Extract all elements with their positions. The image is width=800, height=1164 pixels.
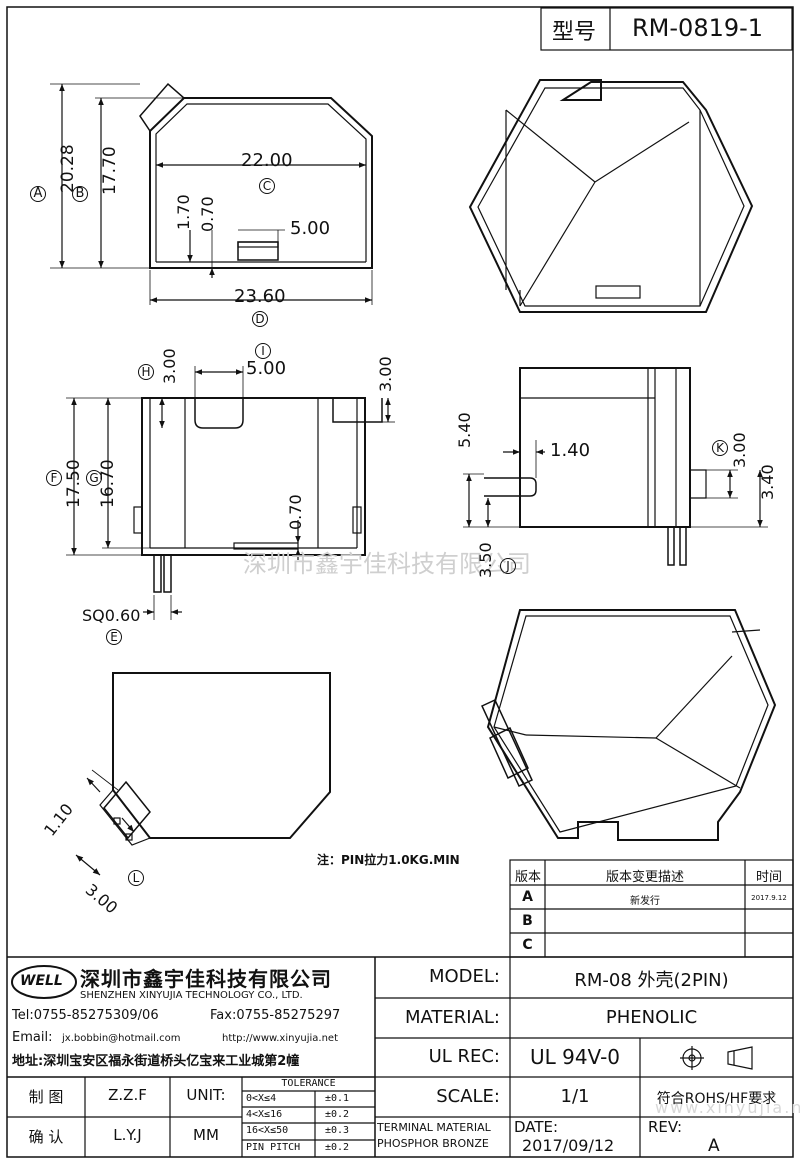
material-label: MATERIAL:: [404, 1007, 500, 1028]
rev-row-ver: C: [522, 937, 533, 953]
model-value: RM-08 外壳(2PIN): [574, 970, 729, 991]
tolerance-title: TOLERANCE: [281, 1078, 336, 1089]
dim-label-d: D: [252, 311, 268, 327]
dim-label-b: B: [72, 186, 88, 202]
part-number: RM-0819-1: [632, 14, 764, 42]
dim-label-i: I: [255, 343, 271, 359]
rev-header-desc: 版本变更描述: [605, 870, 684, 885]
scale-value: 1/1: [560, 1086, 590, 1107]
model-label: MODEL:: [428, 966, 500, 987]
dim-3-40: 3.40: [758, 464, 777, 500]
date-label: DATE:: [514, 1118, 559, 1136]
watermark-company: 深圳市鑫宇佳科技有限公司: [243, 550, 531, 578]
dim-label-l: L: [128, 870, 144, 886]
company-logo: WELL: [20, 973, 63, 989]
view-front-top: [139, 82, 373, 269]
unit-label: UNIT:: [186, 1086, 226, 1104]
company-email: jx.bobbin@hotmail.com: [62, 1033, 181, 1044]
tolerance-value: ±0.2: [325, 1142, 350, 1153]
dim-16-70: 16.70: [98, 459, 118, 508]
dim-3-50: 3.50: [476, 542, 495, 578]
dim-label-g: G: [86, 470, 102, 486]
rev-label: REV:: [648, 1118, 682, 1136]
checked-by: L.Y.J: [113, 1126, 142, 1144]
dim-20-28: 20.28: [58, 144, 78, 193]
rev-row-ver: A: [522, 889, 533, 905]
drawn-by: Z.Z.F: [108, 1086, 147, 1104]
tolerance-value: ±0.3: [325, 1125, 350, 1136]
tolerance-range: PIN PITCH: [246, 1142, 301, 1153]
view-iso-top: [468, 79, 754, 313]
company-email-label: Email:: [12, 1030, 53, 1045]
rev-row-ver: B: [522, 913, 533, 929]
type-label: 型号: [552, 20, 597, 45]
dim-1-40: 1.40: [550, 440, 591, 461]
rev-row-desc: 新发行: [630, 896, 660, 907]
dim-label-h: H: [138, 364, 154, 380]
company-address: 地址:深圳宝安区福永街道桥头亿宝来工业城第2幢: [12, 1054, 300, 1069]
view-iso-bottom: [481, 609, 777, 841]
dim-0-70b: 0.70: [286, 494, 305, 530]
date-value: 2017/09/12: [522, 1136, 615, 1155]
rev-header-date: 时间: [755, 870, 782, 885]
view-side-right: [484, 367, 707, 566]
company-website: http://www.xinyujia.net: [222, 1033, 338, 1044]
drawn-label: 制 图: [28, 1088, 64, 1106]
ul-value: UL 94V-0: [529, 1045, 621, 1069]
dim-17-50: 17.50: [64, 459, 84, 508]
dim-label-j: J: [500, 558, 516, 574]
dim-label-c: C: [259, 178, 275, 194]
pin-pull-note: 注：PIN拉力1.0KG.MIN: [317, 853, 460, 867]
dim-label-a: A: [30, 186, 46, 202]
dim-3-00a: 3.00: [160, 348, 179, 384]
dim-5-00a: 5.00: [290, 218, 331, 239]
tolerance-range: 16<X≤50: [246, 1125, 289, 1136]
scale-label: SCALE:: [436, 1086, 500, 1107]
terminal-value: PHOSPHOR BRONZE: [377, 1137, 489, 1150]
dim-22-00: 22.00: [241, 150, 293, 171]
tolerance-value: ±0.1: [325, 1093, 350, 1104]
terminal-label: TERMINAL MATERIAL: [377, 1121, 491, 1134]
rev-header-ver: 版本: [514, 870, 541, 885]
dim-0-70a: 0.70: [198, 196, 217, 232]
tolerance-range: 4<X≤16: [246, 1109, 283, 1120]
dim-17-70: 17.70: [100, 146, 120, 195]
view-side-left: [133, 397, 383, 593]
tolerance-range: 0<X≤4: [246, 1093, 277, 1104]
dim-label-k: K: [712, 440, 728, 456]
unit-value: MM: [193, 1126, 219, 1144]
company-tel: Tel:0755-85275309/06: [12, 1008, 159, 1023]
company-fax: Fax:0755-85275297: [210, 1008, 341, 1023]
company-name-en: SHENZHEN XINYUJIA TECHNOLOGY CO., LTD.: [80, 990, 303, 1001]
dim-sq-0-60: SQ0.60: [82, 606, 141, 625]
ul-label: UL REC:: [428, 1046, 500, 1067]
dim-23-60: 23.60: [234, 286, 286, 307]
tolerance-value: ±0.2: [325, 1109, 350, 1120]
company-name-cn: 深圳市鑫宇佳科技有限公司: [80, 967, 332, 991]
view-bottom: [99, 672, 331, 846]
watermark-url: www.xinyujia.net: [655, 1098, 800, 1117]
dim-3-00c: 3.00: [730, 432, 749, 468]
dim-5-00b: 5.00: [246, 358, 287, 379]
dim-1-70: 1.70: [174, 194, 193, 230]
dim-label-f: F: [46, 470, 62, 486]
rohs-note: 符合ROHS/HF要求: [656, 1091, 777, 1107]
dim-5-40: 5.40: [455, 412, 474, 448]
dim-label-e: E: [106, 629, 122, 645]
dim-3-00b: 3.00: [376, 356, 395, 392]
rev-value: A: [708, 1136, 720, 1156]
checked-label: 确 认: [28, 1128, 64, 1146]
material-value: PHENOLIC: [605, 1007, 698, 1028]
rev-row-date: 2017.9.12: [751, 894, 787, 902]
